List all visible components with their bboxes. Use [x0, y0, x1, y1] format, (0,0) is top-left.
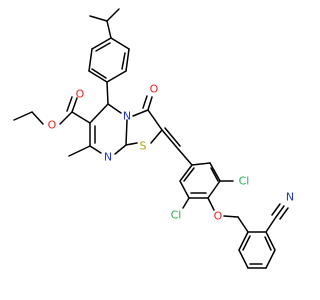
bond	[91, 68, 107, 79]
bond	[114, 144, 127, 155]
bond	[89, 15, 108, 22]
atom-label-nitrogen: N	[104, 151, 112, 164]
atom-label-oxygen: O	[48, 119, 57, 132]
bond	[279, 207, 289, 220]
bond	[265, 231, 276, 251]
bond	[125, 48, 130, 72]
bond	[179, 180, 190, 199]
bond	[68, 145, 91, 157]
bond	[110, 37, 130, 50]
bond	[271, 203, 281, 216]
atom-label-oxygen: O	[214, 210, 223, 223]
aryl-ring	[88, 37, 130, 105]
isopropyl-group	[89, 8, 120, 39]
bond	[107, 103, 122, 114]
fused-ring-core	[68, 95, 181, 157]
bond	[207, 180, 221, 199]
bond	[264, 236, 272, 251]
bond	[161, 129, 180, 151]
bond	[238, 249, 249, 269]
bond	[178, 149, 193, 166]
atom-label-chlorine: Cl	[239, 175, 250, 188]
cyanobenzyl-group	[223, 203, 289, 269]
bond	[106, 20, 112, 39]
bond	[191, 162, 211, 166]
bond	[179, 164, 193, 182]
bond	[95, 42, 111, 52]
bond	[182, 197, 190, 209]
bond	[91, 37, 112, 50]
bond	[88, 48, 93, 72]
bond	[275, 205, 285, 218]
bond	[121, 52, 126, 70]
bond	[210, 167, 219, 182]
bond	[125, 142, 138, 146]
bond	[89, 145, 102, 154]
bond	[150, 129, 163, 144]
bond	[89, 103, 109, 124]
bond	[265, 216, 277, 233]
bond	[31, 111, 44, 125]
atom-label-nitrogen: N	[286, 191, 294, 204]
atom-label-sulfur: S	[140, 140, 147, 153]
bond	[71, 97, 78, 113]
bond	[147, 96, 153, 111]
bond	[237, 216, 249, 233]
bond	[59, 111, 73, 125]
bond	[183, 167, 195, 182]
bond	[147, 109, 163, 131]
dichlorophenyl-ring	[178, 149, 234, 211]
bond	[132, 109, 149, 117]
bond	[71, 111, 91, 124]
bond	[106, 8, 120, 22]
atom-labels: O O O N N S Cl Cl O N	[48, 83, 294, 223]
bond	[238, 231, 249, 251]
bond	[106, 81, 109, 105]
bond	[125, 119, 128, 146]
atom-label-oxygen: O	[150, 83, 159, 96]
bond	[209, 162, 221, 182]
bond	[242, 235, 251, 251]
ethyl-ester-group	[13, 96, 91, 125]
bond	[223, 215, 239, 218]
bond	[88, 70, 108, 83]
bond	[106, 70, 127, 83]
bond	[66, 96, 73, 112]
atom-label-nitrogen: N	[123, 110, 131, 123]
bond	[164, 127, 181, 147]
atom-label-oxygen: O	[76, 88, 85, 101]
bond	[13, 111, 33, 121]
bond	[207, 197, 215, 211]
bond	[265, 249, 276, 269]
atom-label-chlorine: Cl	[171, 209, 182, 222]
bond	[142, 95, 148, 109]
molecule-structure-diagram: O O O N N S Cl Cl O N	[13, 8, 294, 269]
